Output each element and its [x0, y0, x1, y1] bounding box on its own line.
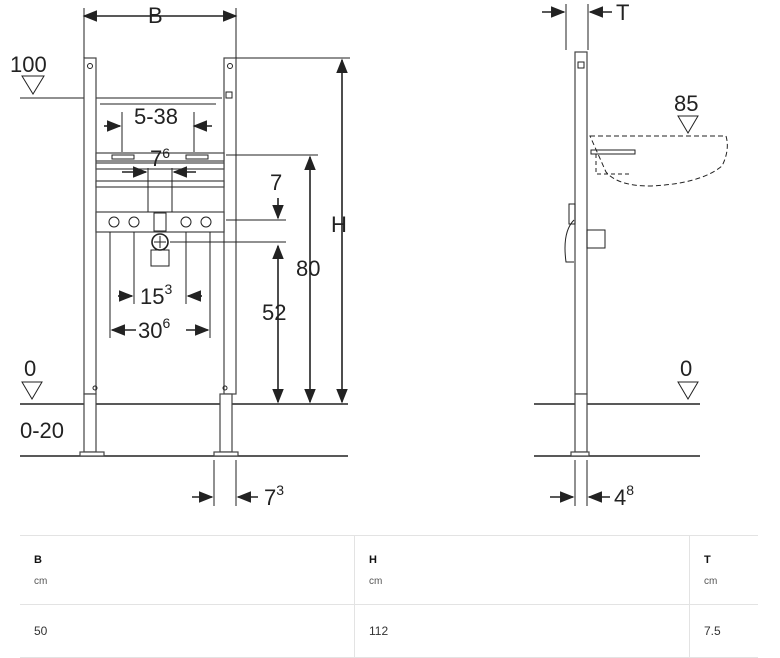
- column-b-unit: cm: [34, 575, 48, 587]
- side-level-zero-label: 0: [680, 356, 692, 381]
- column-t-name: T: [704, 553, 711, 566]
- upper-crossbar: [95, 152, 225, 188]
- column-h-unit: cm: [369, 575, 383, 587]
- column-h-header: H cm: [354, 535, 690, 605]
- left-frame-rail: [79, 57, 105, 457]
- width-label: B: [148, 3, 163, 28]
- level-85-label: 85: [674, 91, 698, 116]
- dim-30-6-label: 306: [138, 315, 170, 343]
- side-view: T 85 0 48: [534, 0, 728, 510]
- level-zero-label: 0: [24, 356, 36, 381]
- dimensions-table: B cm H cm T cm 50 112 7.5: [20, 535, 758, 658]
- floor-range-label: 0-20: [20, 418, 64, 443]
- column-t-unit: cm: [704, 575, 718, 587]
- dimensions-table-header-row: B cm H cm T cm: [20, 535, 758, 605]
- dim-4-8-label: 48: [614, 482, 634, 510]
- column-h-name: H: [369, 553, 377, 566]
- dim-7-3-label: 73: [264, 482, 284, 510]
- side-frame-rail: [564, 51, 606, 457]
- dim-80-label: 80: [296, 256, 320, 281]
- front-view: B 100 5-38 76 7 52 80 H: [10, 3, 350, 510]
- tap-spacing-label: 5-38: [134, 104, 178, 129]
- basin-outline: [589, 135, 728, 187]
- water-fitting: [150, 212, 170, 267]
- dim-7-label: 7: [270, 170, 282, 195]
- level-zero-marker: [21, 381, 43, 400]
- dim-7-6-label: 76: [150, 145, 170, 171]
- height-label: H: [331, 212, 347, 237]
- column-b-header: B cm: [20, 535, 355, 605]
- side-level-zero-marker: [677, 381, 699, 400]
- level-100-marker: [21, 75, 45, 95]
- dim-52-label: 52: [262, 300, 286, 325]
- lower-crossbar: [95, 211, 225, 233]
- column-b-name: B: [34, 553, 42, 566]
- level-100-label: 100: [10, 52, 47, 77]
- column-t-value: 7.5: [689, 604, 758, 658]
- column-t-header: T cm: [689, 535, 758, 605]
- right-frame-rail: [213, 57, 239, 457]
- installation-drawing: B 100 5-38 76 7 52 80 H: [10, 0, 728, 510]
- column-h-value: 112: [354, 604, 690, 658]
- depth-label: T: [616, 0, 629, 25]
- dim-15-3-label: 153: [140, 281, 172, 309]
- level-85-marker: [677, 115, 699, 134]
